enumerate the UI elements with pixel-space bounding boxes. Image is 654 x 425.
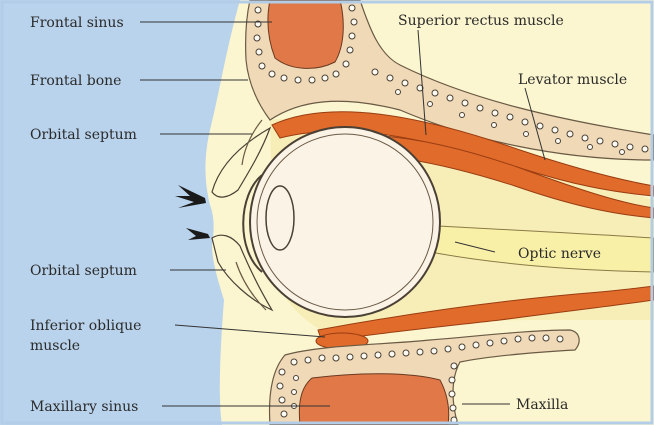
label-maxilla: Maxilla xyxy=(516,397,568,413)
lens xyxy=(266,186,294,250)
maxillary-sinus xyxy=(299,374,448,425)
label-orbital-septum-lower: Orbital septum xyxy=(30,263,137,279)
label-maxillary-sinus: Maxillary sinus xyxy=(30,399,138,415)
label-inferior-oblique-line2: muscle xyxy=(30,338,80,354)
label-levator: Levator muscle xyxy=(518,72,627,88)
label-frontal-bone: Frontal bone xyxy=(30,73,121,89)
label-frontal-sinus: Frontal sinus xyxy=(30,15,124,31)
label-inferior-oblique-line1: Inferior oblique xyxy=(30,318,141,334)
frontal-sinus xyxy=(268,0,343,68)
label-orbital-septum-upper: Orbital septum xyxy=(30,127,137,143)
label-optic-nerve: Optic nerve xyxy=(518,246,601,262)
label-superior-rectus: Superior rectus muscle xyxy=(398,13,564,29)
